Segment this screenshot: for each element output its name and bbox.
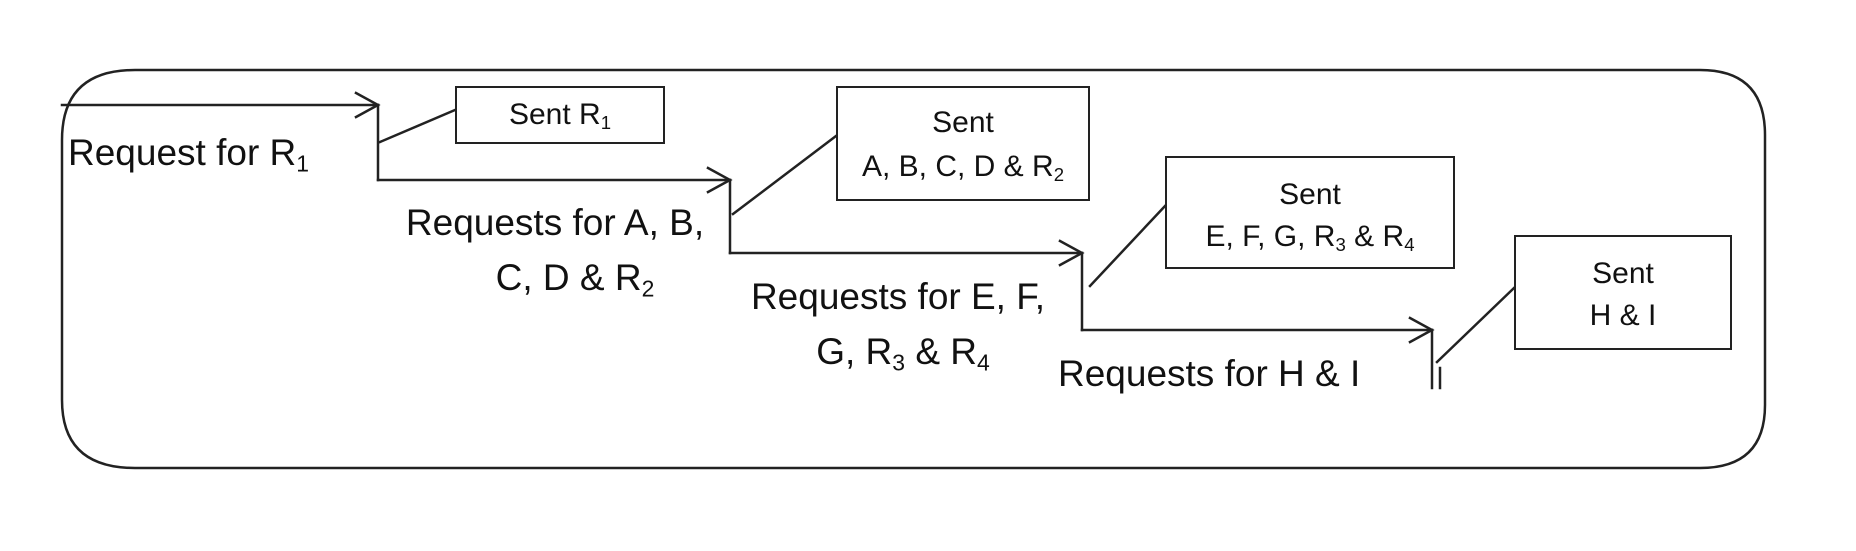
request-label-3: Requests for E, F, G, R3 & R4 — [708, 278, 1088, 370]
request-label-2: Requests for A, B, C, D & R2 — [365, 204, 745, 296]
request-label-1: Request for R1 — [68, 134, 309, 171]
response-box-4: Sent H & I — [1514, 235, 1732, 350]
request-label-4: Requests for H & I — [1058, 355, 1360, 392]
response-box-2: Sent A, B, C, D & R2 — [836, 86, 1090, 201]
connector-step-2 — [733, 136, 836, 214]
response-box-1: Sent R1 — [455, 86, 665, 144]
connector-step-1 — [380, 110, 455, 142]
connector-step-3 — [1090, 206, 1165, 286]
response-box-3: Sent E, F, G, R3 & R4 — [1165, 156, 1455, 269]
connector-step-4 — [1437, 288, 1514, 362]
